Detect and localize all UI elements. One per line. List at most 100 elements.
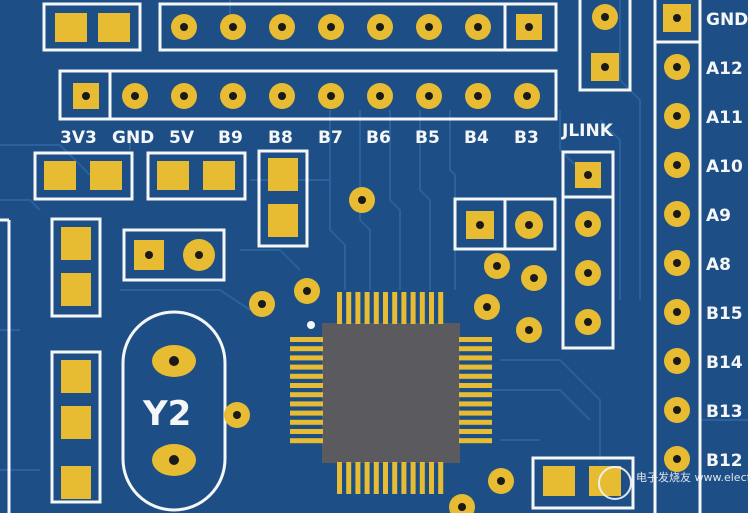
watermark: 电子发烧友 www.elecfans.com <box>598 466 748 500</box>
chip-pin <box>355 292 361 324</box>
chip-pin <box>290 438 323 444</box>
chip-pin <box>290 429 323 434</box>
chip-pin <box>346 292 352 324</box>
header-pin <box>220 83 246 109</box>
header-pin <box>664 446 690 472</box>
chip-pin <box>459 337 492 342</box>
header-label: B4 <box>464 128 489 148</box>
via-drill <box>530 274 538 282</box>
chip-pin <box>346 462 352 494</box>
pin-header-b-port <box>58 69 558 121</box>
pin1-marker <box>307 321 315 329</box>
header-label: B8 <box>268 128 293 148</box>
right-header-label: A11 <box>706 108 743 128</box>
smd-pair-vertical-center <box>257 149 309 248</box>
chip-pin <box>290 373 323 379</box>
chip-pin <box>419 462 425 494</box>
header-pin <box>664 397 690 423</box>
via-drill <box>493 262 501 270</box>
header-pin <box>514 83 540 109</box>
pin-header-partial-top <box>578 0 632 92</box>
right-header-label: B14 <box>706 353 743 373</box>
chip-pin <box>419 292 425 324</box>
via-drill <box>525 326 533 334</box>
via-drill <box>483 303 491 311</box>
header-pin <box>664 103 690 129</box>
chip-pin <box>459 392 492 398</box>
chip-pin <box>364 292 370 324</box>
smd-pair-left-1 <box>33 151 134 201</box>
right-header-label: A12 <box>706 59 743 79</box>
header-pin <box>367 14 393 40</box>
right-header-label: B12 <box>706 451 743 471</box>
chip-pin <box>290 419 323 425</box>
chip-pin <box>337 292 342 324</box>
header-pin <box>269 14 295 40</box>
chip-pin <box>459 373 492 379</box>
chip-pin <box>392 462 398 494</box>
chip-pin <box>290 364 323 370</box>
header-pin <box>318 14 344 40</box>
header-pin <box>269 83 295 109</box>
chip-pin <box>459 346 492 352</box>
header-pin <box>367 83 393 109</box>
chip-pin <box>290 392 323 398</box>
header-label: B3 <box>514 128 539 148</box>
header-pin <box>171 14 197 40</box>
chip-pin <box>383 292 388 324</box>
header-pin <box>664 250 690 276</box>
header-label: GND <box>112 128 154 148</box>
header-label: B9 <box>218 128 243 148</box>
header-pin <box>122 83 148 109</box>
vias <box>224 187 547 513</box>
right-header-label: A10 <box>706 157 743 177</box>
chip-pin <box>337 462 342 494</box>
chip-pin <box>401 292 407 324</box>
via-drill <box>497 477 505 485</box>
smd-triple-vertical-left <box>50 350 102 504</box>
chip-pin <box>410 462 416 494</box>
crystal-label: Y2 <box>142 394 191 434</box>
jlink-connector <box>561 150 615 350</box>
chip-pin <box>364 462 370 494</box>
right-header-label: A8 <box>706 255 731 275</box>
via-drill <box>303 287 311 295</box>
chip-pin <box>459 429 492 434</box>
chip-pin <box>290 337 323 342</box>
chip-pin <box>438 462 444 494</box>
chip-pin <box>290 401 323 407</box>
via-drill <box>258 300 266 308</box>
header-pin <box>318 83 344 109</box>
header-label: B5 <box>415 128 440 148</box>
via-drill <box>358 196 366 204</box>
chip-pin <box>373 292 379 324</box>
smd-pair-bottom-right <box>531 456 635 510</box>
watermark-text: 电子发烧友 www.elecfans.com <box>636 470 748 484</box>
microcontroller-lqfp48 <box>290 292 492 494</box>
chip-pin <box>355 462 361 494</box>
chip-pin <box>429 292 434 324</box>
chip-pin <box>429 462 434 494</box>
header-label: 5V <box>169 128 195 148</box>
chip-body <box>322 323 460 463</box>
right-header-label: GND <box>706 10 748 30</box>
right-header-label: A9 <box>706 206 731 226</box>
pin-header-right-column <box>653 0 702 513</box>
header-pin <box>664 348 690 374</box>
header-label: B6 <box>366 128 391 148</box>
smd-pair-top-left <box>42 2 142 52</box>
header-pin-square <box>73 83 99 109</box>
chip-pin <box>438 292 444 324</box>
chip-pin <box>401 462 407 494</box>
right-header-label: B15 <box>706 304 743 324</box>
chip-pin <box>459 364 492 370</box>
header-pin <box>171 83 197 109</box>
chip-pin <box>459 438 492 444</box>
header-label: 3V3 <box>60 128 97 148</box>
header-pin <box>664 299 690 325</box>
header-pin <box>416 14 442 40</box>
